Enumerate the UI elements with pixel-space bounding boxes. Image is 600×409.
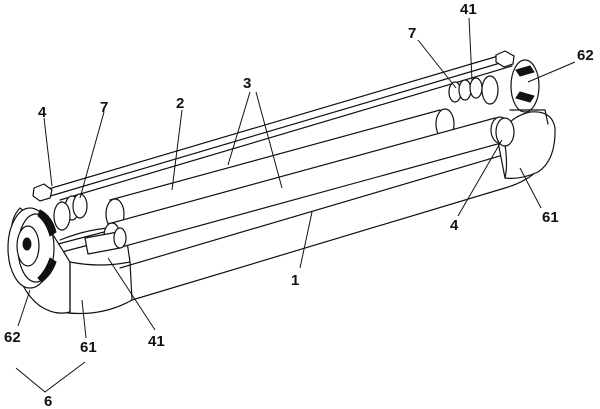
label-41-left: 41 bbox=[148, 333, 165, 350]
label-62-right: 62 bbox=[577, 47, 594, 64]
label-4-left: 4 bbox=[38, 104, 47, 121]
left-bearing-group bbox=[53, 193, 127, 255]
label-2: 2 bbox=[176, 95, 184, 112]
label-3: 3 bbox=[243, 75, 251, 92]
label-61-right: 61 bbox=[542, 209, 559, 226]
right-end-cap bbox=[497, 59, 556, 179]
leader-lines bbox=[15, 17, 576, 393]
callout-labels: 1 2 3 4 7 7 41 62 4 61 62 61 41 6 bbox=[4, 1, 594, 409]
left-end-cap bbox=[7, 207, 131, 314]
tie-rod-nut-left bbox=[32, 183, 53, 202]
label-7-left: 7 bbox=[100, 99, 108, 116]
tie-rod-group bbox=[32, 50, 515, 202]
label-62-left: 62 bbox=[4, 329, 21, 346]
label-1: 1 bbox=[291, 272, 299, 289]
label-7-right: 7 bbox=[408, 25, 416, 42]
tie-rod-nut-right bbox=[495, 50, 515, 68]
right-bearing-group bbox=[448, 75, 499, 105]
label-41-right: 41 bbox=[460, 1, 477, 18]
label-4-right: 4 bbox=[450, 217, 459, 234]
label-6: 6 bbox=[44, 393, 52, 409]
label-61-left: 61 bbox=[80, 339, 97, 356]
